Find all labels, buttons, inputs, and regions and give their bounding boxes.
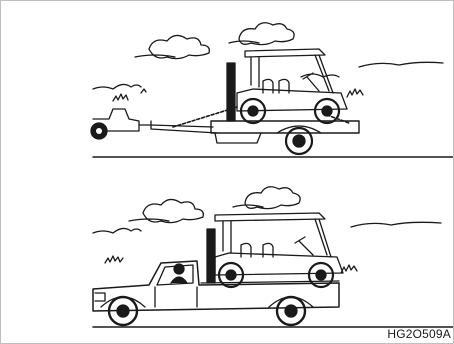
grass-right-2: [341, 265, 357, 273]
cloud-right-2: [233, 187, 300, 209]
horizon-line-right-2: [351, 222, 441, 227]
trailer: [211, 121, 359, 154]
cloud-right: [229, 23, 294, 45]
pickup-truck: [93, 261, 339, 325]
grass-right: [347, 89, 363, 97]
trailer-tongue: [139, 121, 217, 133]
top-scene: [91, 23, 453, 157]
tow-car: [91, 109, 139, 139]
bottom-scene: [93, 187, 453, 327]
truck-headboard: [207, 229, 215, 283]
horizon-line-left-2: [93, 228, 141, 233]
trailer-bulkhead: [227, 63, 235, 121]
horizon-line-left: [93, 84, 141, 89]
figure-code: HG2O509A: [387, 327, 451, 341]
grass-left: [113, 89, 146, 101]
cloud-left-2: [129, 199, 203, 222]
grass-left-2: [105, 256, 123, 263]
golf-cart-top: [237, 49, 347, 123]
cloud-left: [135, 35, 209, 58]
golf-cart-bottom: [215, 213, 343, 287]
